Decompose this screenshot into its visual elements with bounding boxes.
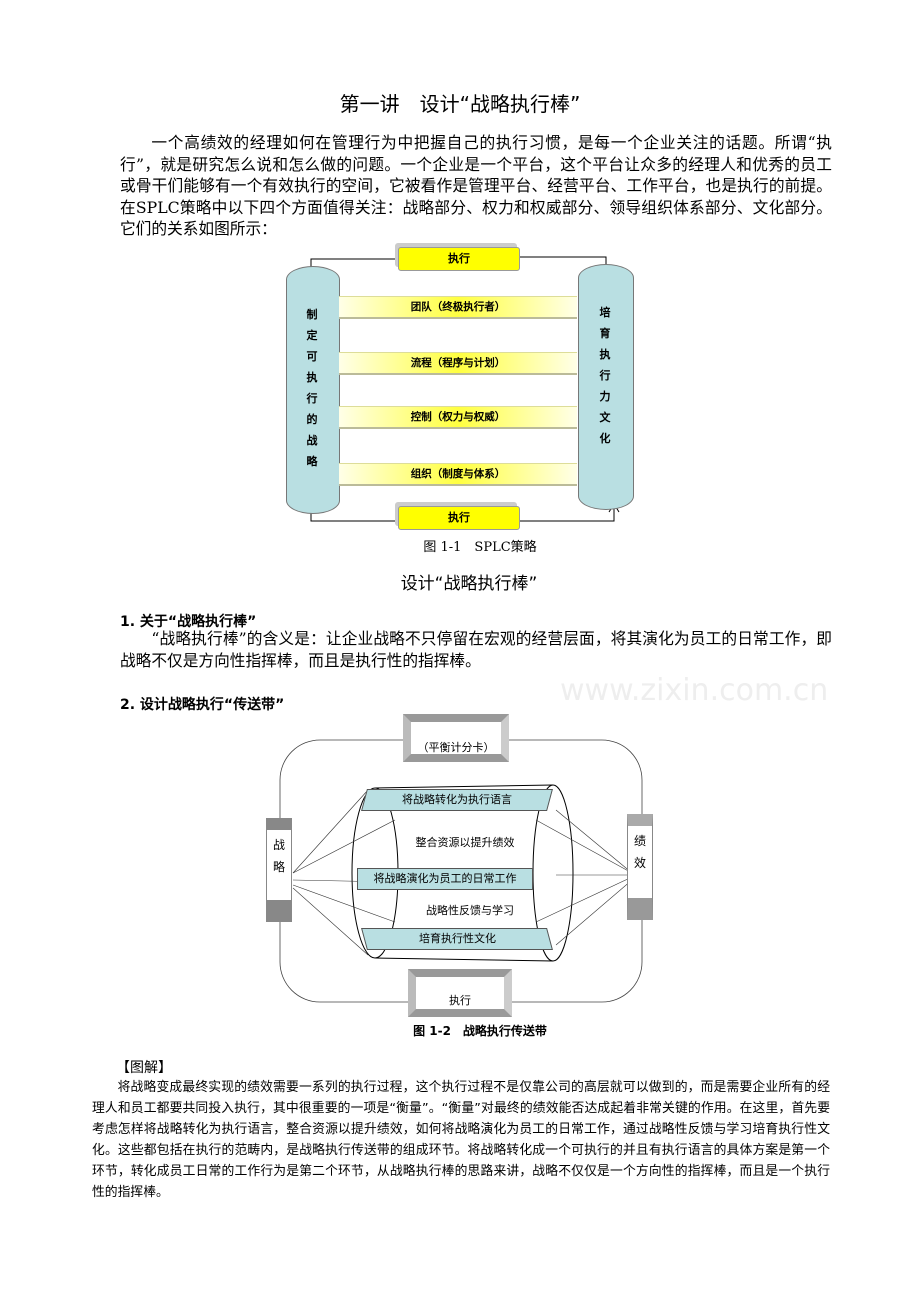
section-1-text: “战略执行棒”的含义是：让企业战略不只停留在宏观的经营层面，将其演化为员工的日常…	[120, 629, 832, 670]
band-translate-strategy: 将战略转化为执行语言	[361, 789, 553, 811]
figure-1-caption: 图 1-1 SPLC策略	[423, 540, 537, 555]
strategy-label: 战略	[273, 838, 286, 874]
performance-box: 绩效	[627, 814, 653, 920]
right-pillar	[578, 264, 634, 510]
top-execute-box: 执行	[398, 247, 520, 271]
right-pillar-label: 培育执行力文化	[599, 306, 611, 445]
section-title: 设计“战略执行棒”	[400, 574, 538, 594]
band-team: 团队（终极执行者）	[339, 296, 577, 319]
bottom-execute-box: 执行	[408, 969, 512, 1017]
band-control: 控制（权力与权威）	[339, 406, 577, 429]
figure-splc: 制定可执行的战略 培育执行力文化 执行 执行 团队（终极执行者） 流程（程序与计…	[286, 244, 636, 534]
figure-conveyor: （平衡计分卡） 执行 战略 绩效 将战略转化为执行语言 整合资源以提升绩效 将战…	[260, 710, 660, 1020]
figure-2-caption: 图 1-2 战略执行传送带	[413, 1024, 547, 1038]
band-process: 流程（程序与计划）	[339, 352, 577, 375]
explain-text: 将战略变成最终实现的绩效需要一系列的执行过程，这个执行过程不是仅靠公司的高层就可…	[92, 1080, 830, 1200]
section-1-heading: 1. 关于“战略执行棒”	[120, 614, 257, 630]
balanced-scorecard-box: （平衡计分卡）	[403, 714, 509, 762]
feedback-learning-text: 战略性反馈与学习	[426, 904, 514, 917]
performance-label: 绩效	[634, 834, 647, 870]
explain-heading: 【图解】	[116, 1060, 172, 1076]
watermark: www.zixin.com.cn	[560, 673, 829, 708]
strategy-box: 战略	[266, 818, 292, 922]
page-title: 第一讲 设计“战略执行棒”	[339, 92, 581, 116]
left-pillar-label: 制定可执行的战略	[306, 308, 318, 468]
band-translate-strategy-label: 将战略转化为执行语言	[402, 793, 512, 806]
band-culture-label: 培育执行性文化	[418, 932, 496, 945]
band-daily-work: 将战略演化为员工的日常工作	[357, 868, 533, 890]
intro-paragraph: 一个高绩效的经理如何在管理行为中把握自己的执行习惯，是每一个企业关注的话题。所谓…	[120, 133, 832, 238]
bottom-execute-box: 执行	[398, 506, 520, 530]
band-culture: 培育执行性文化	[361, 928, 553, 950]
integrate-resources-text: 整合资源以提升绩效	[415, 836, 515, 849]
band-organization: 组织（制度与体系）	[339, 463, 577, 486]
section-2-heading: 2. 设计战略执行“传送带”	[120, 697, 285, 713]
left-pillar	[286, 266, 340, 514]
